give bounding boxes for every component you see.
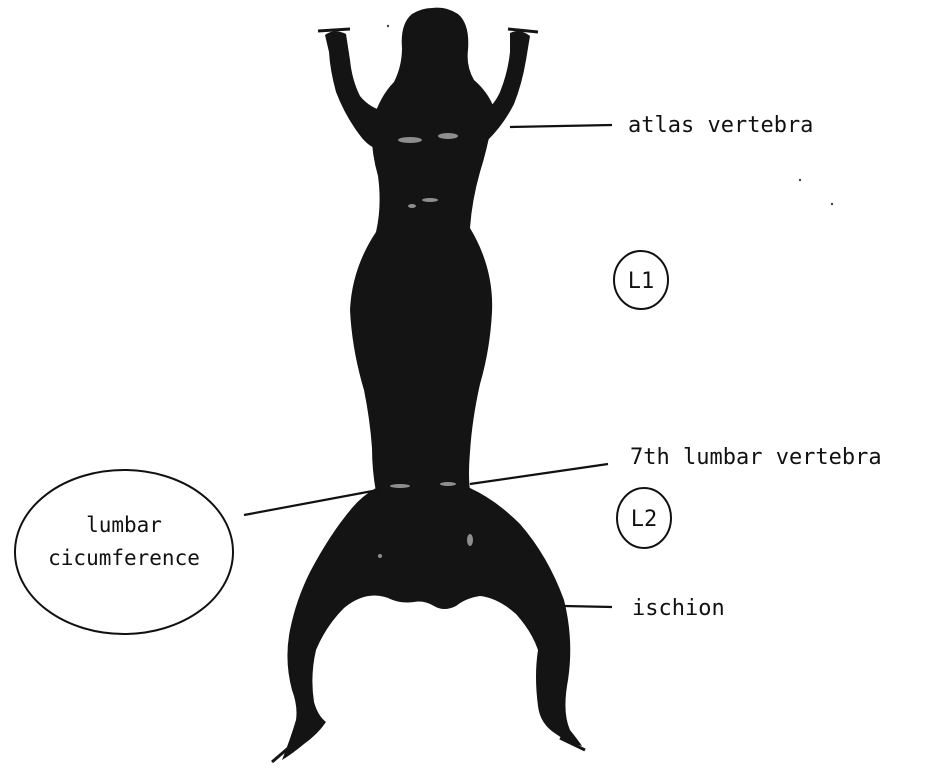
circumference-label-line2: cicumference bbox=[48, 546, 200, 570]
circumference-label-line1: lumbar bbox=[86, 513, 162, 537]
l2-marker: L2 bbox=[617, 488, 671, 548]
l1-label: L1 bbox=[628, 269, 655, 294]
ischion-label: ischion bbox=[632, 596, 725, 621]
right-hand-pin bbox=[508, 29, 538, 32]
atlas-leader-line bbox=[510, 125, 612, 127]
seventh-lumbar-vertebra-label: 7th lumbar vertebra bbox=[630, 445, 882, 470]
head-and-trunk bbox=[350, 8, 494, 492]
lumbar7-leader-line bbox=[470, 464, 608, 484]
atlas-vertebra-label: atlas vertebra bbox=[628, 113, 813, 138]
left-hand-pin bbox=[318, 29, 350, 31]
ischion-leader-line bbox=[564, 606, 612, 607]
l2-label: L2 bbox=[631, 507, 658, 532]
pelvis-and-hindlimbs bbox=[282, 488, 582, 760]
specimen-silhouette bbox=[272, 8, 585, 762]
lumbar-circumference-callout: lumbar cicumference bbox=[15, 470, 233, 634]
l1-marker: L1 bbox=[614, 251, 668, 309]
